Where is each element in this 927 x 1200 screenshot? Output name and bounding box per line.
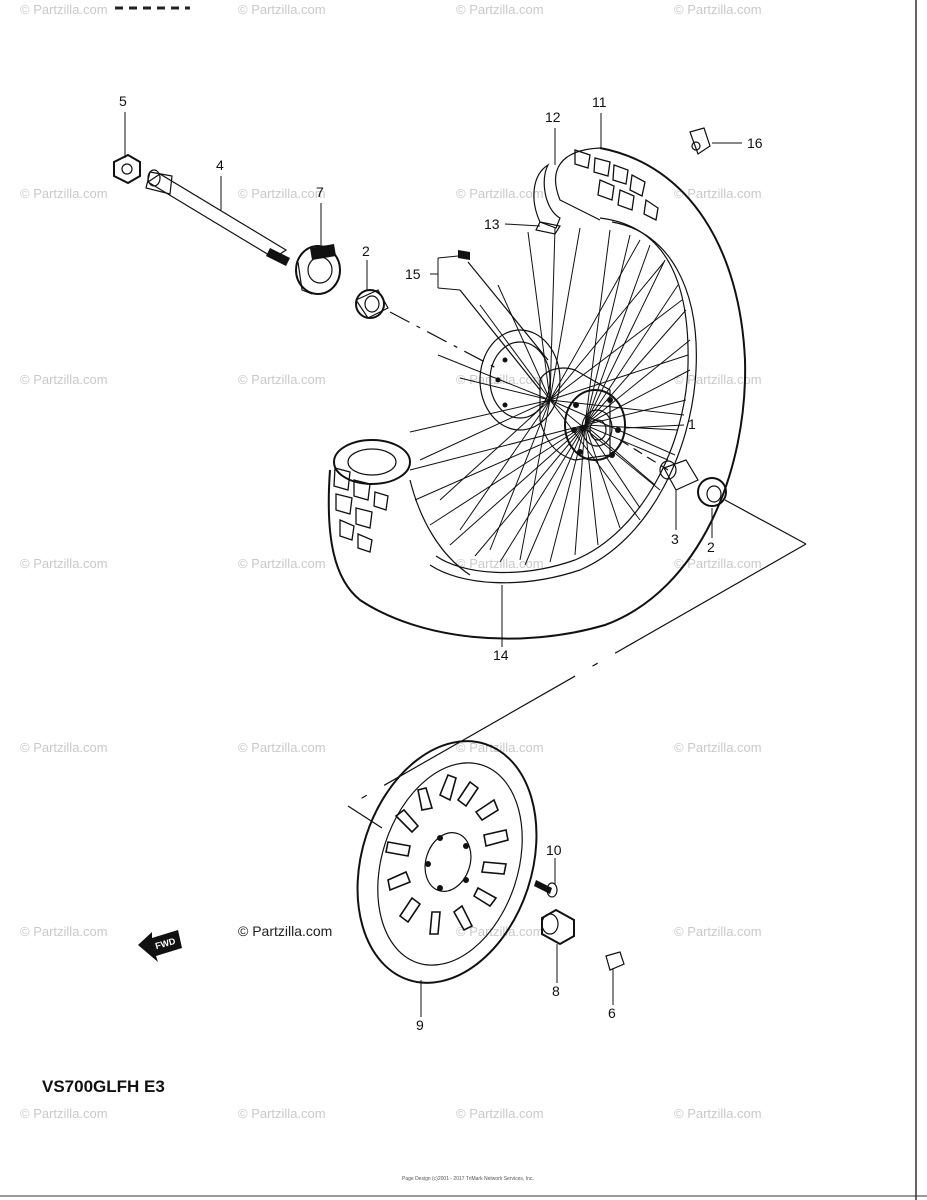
callout-14: 14 xyxy=(493,647,509,663)
wheel-hub xyxy=(479,329,626,461)
assembly-lines xyxy=(347,311,807,829)
watermark: © Partzilla.com xyxy=(456,186,544,201)
watermark: © Partzilla.com xyxy=(20,556,108,571)
center-watermark: © Partzilla.com xyxy=(238,923,332,939)
callout-15: 15 xyxy=(405,266,421,282)
watermark: © Partzilla.com xyxy=(20,740,108,755)
watermark: © Partzilla.com xyxy=(456,740,544,755)
watermark: © Partzilla.com xyxy=(238,1106,326,1121)
callout-5: 5 xyxy=(119,93,127,109)
fwd-arrow-icon: FWD xyxy=(138,930,182,962)
spokes xyxy=(409,227,691,566)
watermark: © Partzilla.com xyxy=(20,372,108,387)
bearing-left xyxy=(355,289,389,319)
watermark: © Partzilla.com xyxy=(20,924,108,939)
axle-nut xyxy=(113,153,141,185)
leader-lines xyxy=(124,112,742,1017)
callout-8: 8 xyxy=(552,983,560,999)
callout-6: 6 xyxy=(608,1005,616,1021)
watermark: © Partzilla.com xyxy=(20,1106,108,1121)
brake-disc xyxy=(356,740,538,984)
bearing-right xyxy=(697,477,727,507)
callout-16: 16 xyxy=(747,135,763,151)
watermark: © Partzilla.com xyxy=(456,556,544,571)
callout-12: 12 xyxy=(545,109,561,125)
callout-2-left: 2 xyxy=(362,243,370,259)
watermark: © Partzilla.com xyxy=(456,2,544,17)
callout-4: 4 xyxy=(216,157,224,173)
footer-text: Page Design (c)2001 - 2017 TriMark Netwo… xyxy=(402,1176,534,1182)
collar xyxy=(541,908,575,946)
watermark: © Partzilla.com xyxy=(238,740,326,755)
disc-bolt xyxy=(534,880,558,898)
watermark: © Partzilla.com xyxy=(456,1106,544,1121)
cap-6 xyxy=(605,951,625,971)
watermark: © Partzilla.com xyxy=(456,924,544,939)
watermark: © Partzilla.com xyxy=(674,1106,762,1121)
watermark: © Partzilla.com xyxy=(238,186,326,201)
watermark: © Partzilla.com xyxy=(238,2,326,17)
callout-13: 13 xyxy=(484,216,500,232)
front-tire xyxy=(327,147,747,640)
callout-3: 3 xyxy=(671,531,679,547)
valve-cap xyxy=(689,127,711,155)
watermark: © Partzilla.com xyxy=(20,186,108,201)
watermark: © Partzilla.com xyxy=(674,186,762,201)
watermark: © Partzilla.com xyxy=(238,556,326,571)
watermark: © Partzilla.com xyxy=(20,2,108,17)
watermark: © Partzilla.com xyxy=(674,924,762,939)
callout-1: 1 xyxy=(688,416,696,432)
watermark: © Partzilla.com xyxy=(674,2,762,17)
watermark: © Partzilla.com xyxy=(238,372,326,387)
front-axle xyxy=(145,169,290,266)
callout-10: 10 xyxy=(546,842,562,858)
model-label: VS700GLFH E3 xyxy=(42,1077,165,1096)
speedometer-gearbox xyxy=(295,244,341,295)
callout-11: 11 xyxy=(592,94,607,110)
watermarks: © Partzilla.com © Partzilla.com © Partzi… xyxy=(20,2,762,1121)
spoke-nipples xyxy=(458,250,549,391)
callouts: 5 4 7 2 12 11 13 15 16 1 3 2 14 10 8 6 9 xyxy=(119,93,763,1033)
callout-7: 7 xyxy=(316,184,324,200)
watermark: © Partzilla.com xyxy=(674,740,762,755)
spacer xyxy=(659,459,699,491)
watermark: © Partzilla.com xyxy=(674,556,762,571)
callout-2-right: 2 xyxy=(707,539,715,555)
callout-9: 9 xyxy=(416,1017,424,1033)
